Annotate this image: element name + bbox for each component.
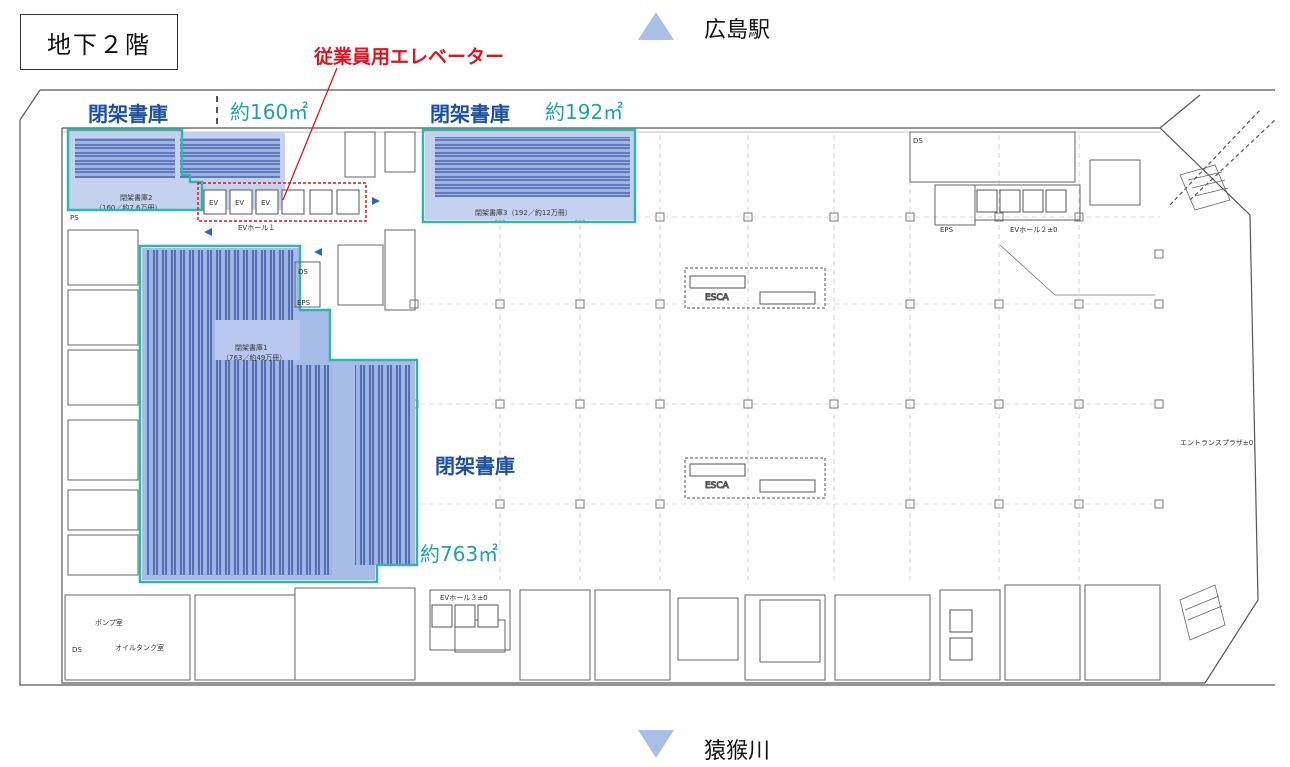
building-outline xyxy=(19,89,1276,686)
svg-text:EV: EV xyxy=(261,199,270,207)
bottom-rooms xyxy=(64,584,1161,681)
svg-text:EV: EV xyxy=(209,199,218,207)
escalator-upper: ESCA xyxy=(684,267,826,309)
svg-text:閉架書庫3（192／約12万冊）: 閉架書庫3（192／約12万冊） xyxy=(475,208,572,217)
ev-hall-1 xyxy=(203,189,360,215)
core-upper-right xyxy=(909,131,1141,226)
employee-elevator-callout: 従業員用エレベーター xyxy=(314,46,505,68)
floor-label: 地下２階 xyxy=(20,14,178,70)
column-grid xyxy=(409,212,1164,509)
svg-text:DS: DS xyxy=(298,268,308,276)
svg-text:PS: PS xyxy=(70,214,79,222)
divider-dash xyxy=(216,96,218,124)
entrance-stair xyxy=(1179,164,1231,641)
svg-text:EPS: EPS xyxy=(297,299,311,307)
svg-text:エントランスプラザ±0: エントランスプラザ±0 xyxy=(1180,439,1253,447)
svg-text:閉架書庫1: 閉架書庫1 xyxy=(235,343,267,352)
svg-text:EPS: EPS xyxy=(940,226,954,234)
svg-text:DS: DS xyxy=(72,646,82,654)
closed-stack-2: 閉架書庫2 （160／約7.6万冊） xyxy=(68,132,285,212)
svg-text:（763／約49万冊）: （763／約49万冊） xyxy=(222,353,286,362)
closed-stack-3: 閉架書庫3（192／約12万冊） xyxy=(425,132,635,220)
closed-stack-1: 閉架書庫1 （763／約49万冊） xyxy=(142,248,415,580)
employee-elevator-highlight xyxy=(197,182,367,222)
svg-text:ESCA: ESCA xyxy=(705,481,730,491)
svg-text:閉架書庫2: 閉架書庫2 xyxy=(120,193,152,202)
closed-stack-area-3: 約763㎡ xyxy=(420,542,499,566)
ev-hall-2 xyxy=(976,189,1067,213)
svg-text:EVホール２±0: EVホール２±0 xyxy=(1010,226,1058,234)
svg-text:オイルタンク室: オイルタンク室 xyxy=(115,643,164,652)
svg-text:（160／約7.6万冊）: （160／約7.6万冊） xyxy=(95,203,162,212)
closed-stack-title-1: 閉架書庫 xyxy=(88,102,168,126)
closed-stack-title-2: 閉架書庫 xyxy=(430,102,510,126)
closed-stack-area-1: 約160㎡ xyxy=(230,100,309,124)
svg-text:EV: EV xyxy=(235,199,244,207)
svg-text:EVホール３±0: EVホール３±0 xyxy=(440,594,488,602)
svg-text:DS: DS xyxy=(913,137,923,145)
south-arrow-icon xyxy=(638,730,674,758)
svg-text:ポンプ室: ポンプ室 xyxy=(95,618,123,627)
north-label: 広島駅 xyxy=(704,18,771,43)
svg-text:ESCA: ESCA xyxy=(705,293,730,303)
closed-stack-title-3: 閉架書庫 xyxy=(435,454,515,478)
ev-hall-3 xyxy=(431,604,499,628)
svg-text:EVホール１: EVホール１ xyxy=(238,224,275,232)
escalator-lower: ESCA xyxy=(684,457,826,499)
closed-stack-area-2: 約192㎡ xyxy=(545,100,624,124)
south-label: 猿猴川 xyxy=(704,739,771,764)
north-arrow-icon xyxy=(638,12,674,40)
left-rooms xyxy=(67,229,139,576)
